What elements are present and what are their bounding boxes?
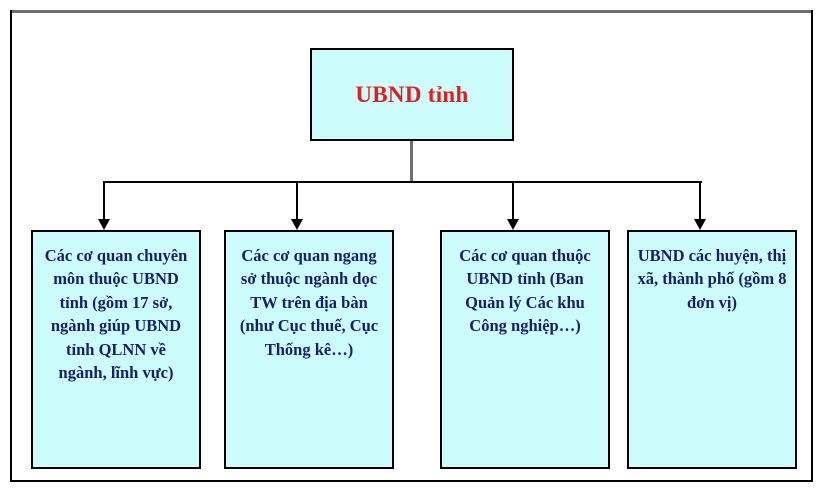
arrowhead-icon-4 <box>694 219 706 230</box>
frame-left-border <box>10 10 12 482</box>
node-child-3-label: Các cơ quan thuộc UBND tỉnh (Ban Quản lý… <box>459 246 591 336</box>
node-root-label: UBND tỉnh <box>355 81 469 107</box>
arrowhead-icon-3 <box>507 219 519 230</box>
connector-drop-1 <box>103 182 105 220</box>
arrowhead-icon-2 <box>291 219 303 230</box>
connector-drop-4 <box>699 182 701 220</box>
frame-bottom-border <box>10 480 813 482</box>
frame-right-border <box>811 10 813 482</box>
connector-drop-2 <box>296 182 298 220</box>
node-child-2: Các cơ quan ngang sở thuộc ngành dọc TW … <box>224 230 394 469</box>
node-child-4-label: UBND các huyện, thị xã, thành phố (gồm 8… <box>637 246 787 312</box>
node-child-1: Các cơ quan chuyên môn thuộc UBND tỉnh (… <box>31 230 201 469</box>
node-child-2-label: Các cơ quan ngang sở thuộc ngành dọc TW … <box>239 246 379 359</box>
connector-horizontal-bus <box>103 181 702 183</box>
node-root-ubnd-tinh: UBND tỉnh <box>310 48 514 141</box>
connector-drop-3 <box>512 182 514 220</box>
node-child-3: Các cơ quan thuộc UBND tỉnh (Ban Quản lý… <box>440 230 610 469</box>
node-child-1-label: Các cơ quan chuyên môn thuộc UBND tỉnh (… <box>44 246 188 383</box>
arrowhead-icon-1 <box>98 219 110 230</box>
node-child-4: UBND các huyện, thị xã, thành phố (gồm 8… <box>627 230 797 469</box>
connector-root-stem <box>410 141 413 183</box>
frame-top-border <box>10 10 813 13</box>
